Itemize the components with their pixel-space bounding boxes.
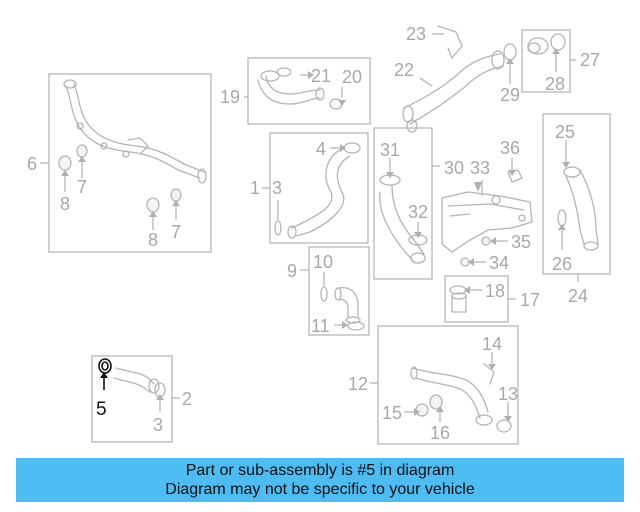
group-box-30	[373, 127, 433, 280]
callout-34[interactable]: 34	[489, 253, 509, 273]
callout-24[interactable]: 24	[568, 286, 588, 306]
bolt-35	[481, 236, 491, 246]
callout-8b[interactable]: 8	[148, 230, 158, 250]
callout-2[interactable]: 2	[182, 389, 192, 409]
callout-4[interactable]: 4	[316, 139, 326, 159]
coolant-pipe-12	[410, 363, 512, 433]
callout-35[interactable]: 35	[511, 232, 531, 252]
group-box-2	[91, 355, 173, 443]
bolt-34	[460, 257, 470, 267]
callout-18[interactable]: 18	[485, 281, 505, 301]
group-box-6	[48, 73, 212, 253]
callout-8a[interactable]: 8	[60, 194, 70, 214]
callout-19[interactable]: 19	[220, 87, 240, 107]
grommet-8b	[146, 197, 160, 213]
grommet-7b	[170, 188, 182, 202]
info-banner: Part or sub-assembly is #5 in diagram Di…	[16, 458, 624, 502]
callout-3a[interactable]: 3	[272, 178, 282, 198]
grommet-8a	[58, 155, 72, 171]
grommet-16	[429, 394, 443, 410]
hose-1	[274, 142, 361, 239]
hose-19	[257, 67, 343, 110]
grommet-15	[415, 403, 429, 417]
callout-14[interactable]: 14	[482, 334, 502, 354]
group-box-12	[377, 325, 519, 445]
callout-6[interactable]: 6	[27, 154, 37, 174]
callout-3b[interactable]: 3	[153, 415, 163, 435]
group-box-27	[521, 29, 571, 93]
callout-15[interactable]: 15	[382, 403, 402, 423]
hose-24	[557, 166, 599, 251]
callout-27[interactable]: 27	[580, 50, 600, 70]
parts-17	[449, 285, 467, 313]
callout-1[interactable]: 1	[250, 178, 260, 198]
callout-28[interactable]: 28	[545, 74, 565, 94]
callout-20[interactable]: 20	[342, 67, 362, 87]
callout-17[interactable]: 17	[520, 290, 540, 310]
callout-13[interactable]: 13	[498, 384, 518, 404]
leader-lines	[40, 33, 579, 422]
parts-27	[527, 33, 566, 55]
callout-33[interactable]: 33	[470, 158, 490, 178]
group-box-9	[308, 246, 370, 336]
callout-29[interactable]: 29	[500, 85, 520, 105]
callout-32[interactable]: 32	[408, 202, 428, 222]
pipe-assembly-6	[63, 79, 207, 184]
group-box-19	[247, 57, 371, 125]
group-box-24	[542, 113, 611, 275]
arrowheads	[61, 48, 570, 422]
callout-11[interactable]: 11	[311, 316, 330, 336]
grommet-7a	[76, 144, 88, 158]
callout-30[interactable]: 30	[444, 158, 464, 178]
callout-16[interactable]: 16	[430, 423, 450, 443]
banner-line-2: Diagram may not be specific to your vehi…	[165, 481, 475, 498]
callout-5[interactable]: 5	[96, 399, 107, 420]
callout-23[interactable]: 23	[406, 24, 426, 44]
callout-25[interactable]: 25	[555, 122, 575, 142]
callout-7b[interactable]: 7	[171, 222, 181, 242]
callout-12[interactable]: 12	[348, 374, 368, 394]
callout-10[interactable]: 10	[313, 252, 333, 272]
callout-36[interactable]: 36	[500, 138, 520, 158]
elbow-hose-9	[320, 286, 365, 331]
callout-7a[interactable]: 7	[77, 177, 87, 197]
arrowhead-5	[100, 372, 108, 378]
callout-22[interactable]: 22	[394, 60, 414, 80]
intake-housing-33	[441, 191, 533, 253]
callout-9[interactable]: 9	[287, 261, 297, 281]
parts-diagram: 6 7 8 8 7 19 21 20 1 3 4 9 10 11 31 30 3…	[27, 24, 611, 445]
banner-line-1: Part or sub-assembly is #5 in diagram	[185, 462, 455, 479]
hose-2	[113, 367, 166, 398]
callout-21[interactable]: 21	[311, 66, 331, 86]
highlighted-clamp-5[interactable]	[98, 358, 112, 374]
callout-26[interactable]: 26	[552, 254, 572, 274]
callout-31[interactable]: 31	[380, 140, 400, 160]
